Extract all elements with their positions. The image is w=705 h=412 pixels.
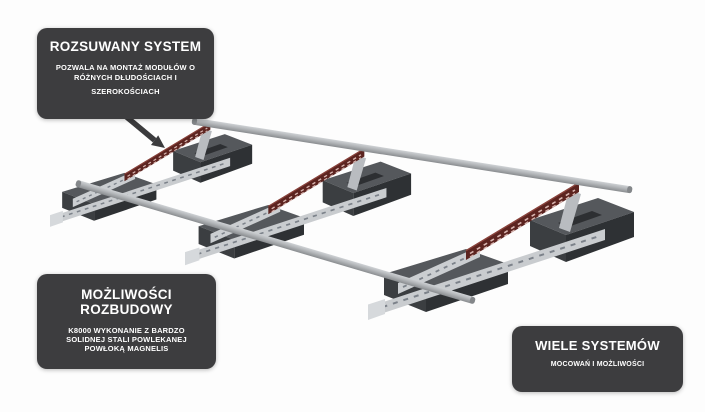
callout-body: K8000 WYKONANIE Z BARDZO SOLIDNEJ STALI … [37, 326, 216, 353]
callout-body-line: SZEROKOŚCIACH [91, 87, 160, 96]
callout-title-line: ROZBUDOWY [80, 302, 173, 317]
module-rail-upper [191, 117, 633, 194]
callout-title: ROZSUWANY SYSTEM [49, 39, 202, 54]
callout-title-line: MOŻLIWOŚCI [81, 287, 172, 302]
callout-title: MOŻLIWOŚCI ROZBUDOWY [37, 287, 216, 317]
module-rail-end-cap [626, 186, 633, 194]
module-rail-body [191, 117, 633, 194]
module-rail-end-cap [469, 296, 476, 304]
module-rail-lower [75, 180, 476, 304]
callout-body-line: SOLIDNEJ STALI POWLEKANEJ [66, 335, 187, 344]
callout-body-line: POWŁOKĄ MAGNELIS [84, 344, 169, 353]
callout-body-line: POZWALA NA MONTAŻ MODUŁÓW O [55, 63, 196, 72]
callout-body: POZWALA NA MONTAŻ MODUŁÓW O RÓŻNYCH DŁUD… [37, 63, 214, 97]
pointer-arrow-head [151, 135, 165, 148]
module-rail-end-cap [191, 117, 198, 125]
callout-title: WIELE SYSTEMÓW [535, 338, 660, 353]
callout-body-line: RÓŻNYCH DŁUDOŚCIACH I [74, 72, 177, 82]
mounting-assembly-right [367, 181, 635, 321]
callout-body: MOCOWAŃ I MOŻLIWOŚCI [550, 361, 645, 368]
callout-many-systems: WIELE SYSTEMÓW MOCOWAŃ I MOŻLIWOŚCI [512, 326, 683, 392]
callout-body-line: K8000 WYKONANIE Z BARDZO [68, 326, 185, 335]
callout-expansion-possibilities: MOŻLIWOŚCI ROZBUDOWY K8000 WYKONANIE Z B… [37, 274, 216, 369]
callout-expandable-system: ROZSUWANY SYSTEM POZWALA NA MONTAŻ MODUŁ… [37, 28, 214, 119]
module-rail-body [75, 180, 476, 304]
module-rail-end-cap [75, 180, 82, 188]
